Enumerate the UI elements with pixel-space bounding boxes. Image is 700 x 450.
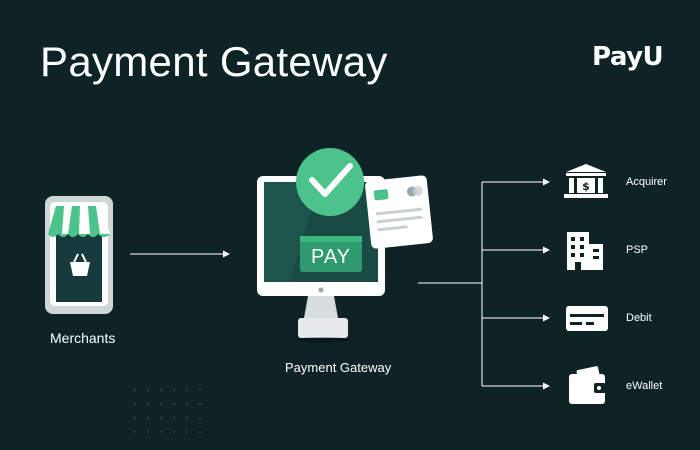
check-badge-icon	[296, 148, 364, 216]
card-icon	[566, 306, 608, 331]
payu-logo: PayU	[592, 42, 664, 72]
ewallet-label: eWallet	[626, 380, 663, 392]
psp-label: PSP	[626, 244, 649, 256]
bank-dollar-sign: $	[582, 180, 590, 193]
bank-icon	[564, 164, 608, 198]
merchants-label: Merchants	[50, 330, 116, 346]
wallet-icon	[569, 366, 606, 404]
dot-pattern-decoration	[133, 388, 202, 434]
gateway-monitor-icon	[257, 176, 385, 343]
pay-button-text: PAY	[311, 246, 351, 268]
acquirer-label: Acquirer	[626, 176, 667, 188]
credit-card-icon	[365, 175, 433, 249]
merchant-store-phone-icon	[45, 196, 113, 314]
connector-arrowheads	[543, 178, 550, 390]
debit-label: Debit	[626, 312, 652, 324]
basket-icon	[70, 253, 90, 276]
arrow-merchant-to-gateway	[130, 250, 230, 258]
distribution-connector	[418, 181, 546, 387]
page-title: Payment Gateway	[40, 38, 388, 85]
building-icon	[567, 232, 603, 270]
payment-gateway-label: Payment Gateway	[285, 360, 392, 375]
